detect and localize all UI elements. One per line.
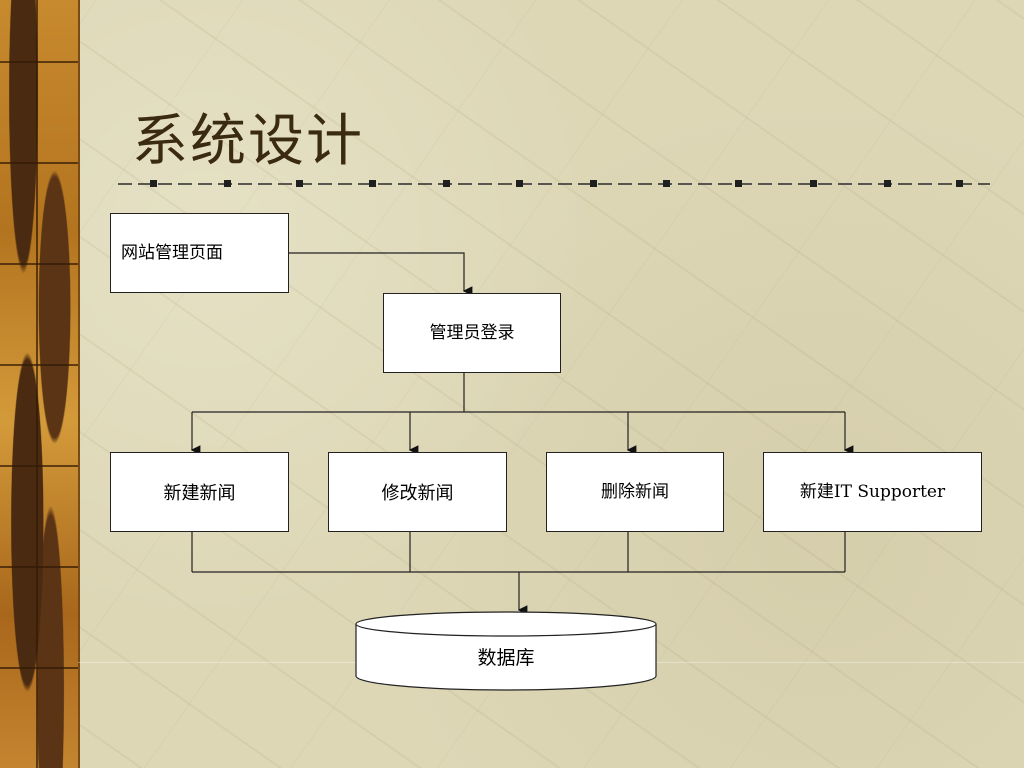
- node-new-news: 新建新闻: [110, 452, 289, 532]
- node-edit-news: 修改新闻: [328, 452, 507, 532]
- slide-title: 系统设计: [132, 109, 364, 174]
- title-separator: [118, 180, 990, 187]
- node-delete-news: 删除新闻: [546, 452, 724, 532]
- database-label: 数据库: [477, 647, 534, 669]
- separator-markers: [150, 180, 963, 187]
- node-admin-login: 管理员登录: [383, 293, 561, 373]
- node-site-admin-page: 网站管理页面: [110, 213, 289, 293]
- node-new-it-supporter: 新建IT Supporter: [763, 452, 982, 532]
- edge-site-to-login: [289, 252, 473, 296]
- decorative-leaf-sidebar: [0, 0, 80, 768]
- node-database: 数据库: [355, 611, 657, 691]
